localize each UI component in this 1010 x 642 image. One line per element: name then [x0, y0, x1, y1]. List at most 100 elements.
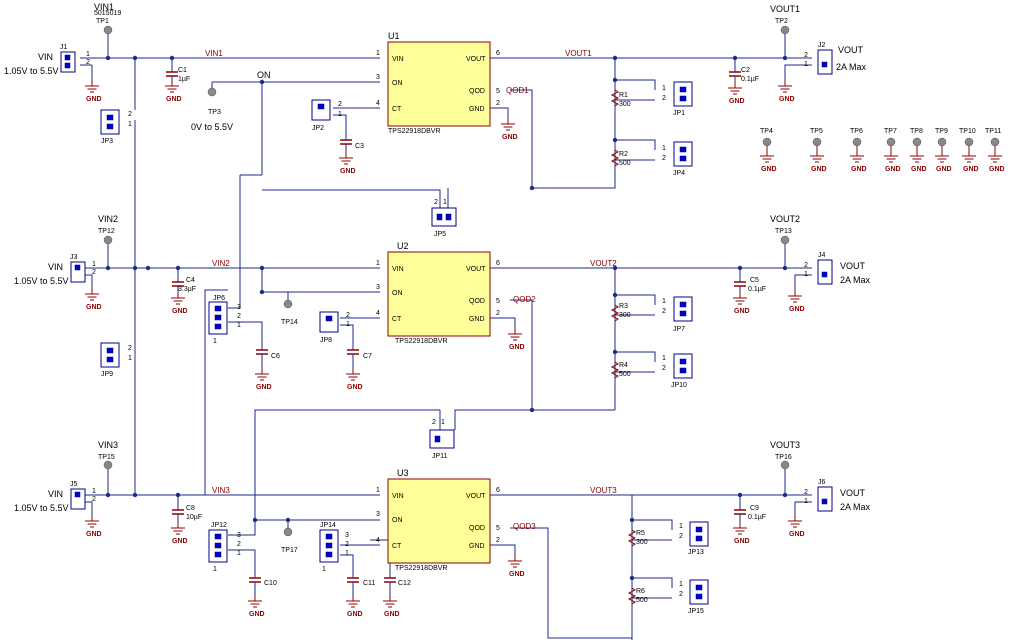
test-point-tp12[interactable]: VIN2 TP12 — [98, 214, 118, 245]
capacitor-c6[interactable]: C6 — [256, 349, 280, 368]
test-point-tp16-net: VOUT3 — [770, 440, 800, 450]
capacitor-c5[interactable]: C5 0.1µF — [734, 277, 766, 293]
pin-number: 2 — [496, 537, 500, 544]
capacitor-c5-designator: C5 — [750, 277, 759, 284]
jumper-jp12[interactable]: 3 2 1 1 JP12 — [208, 522, 241, 573]
jumper-jp4[interactable]: 1 2 JP4 — [662, 141, 693, 177]
jumper-jp14[interactable]: 3 2 1 1 JP14 — [319, 522, 349, 573]
pin-number: 2 — [662, 365, 666, 372]
test-point-tp1[interactable]: VIN1 5015019 TP1 — [94, 2, 121, 35]
capacitor-c5-value: 0.1µF — [748, 286, 766, 293]
jumper-jp15[interactable]: 1 2 JP15 — [679, 579, 709, 615]
connector-j6-rating: 2A Max — [840, 502, 871, 512]
svg-text:GND: GND — [249, 611, 265, 618]
test-point-spare[interactable]: TP7 — [884, 128, 897, 150]
ground-icon: GND — [788, 290, 805, 313]
jumper-jp11[interactable]: 2 1 JP11 — [429, 419, 455, 460]
connector-j1[interactable]: J1 VIN 1.05V to 5.5V 1 2 — [4, 44, 90, 76]
jumper-jp6[interactable]: 3 2 1 1 JP6 — [208, 295, 241, 345]
ground-icon: GND — [85, 515, 102, 538]
test-point-tp13[interactable]: VOUT2 TP13 — [770, 214, 800, 245]
test-point-tp3[interactable]: TP3 0V to 5.5V — [191, 82, 233, 132]
net-label-qod1: QOD1 — [506, 86, 529, 95]
test-point-spare[interactable]: TP10 — [959, 128, 976, 150]
resistor-r2[interactable]: R2 500 — [610, 149, 631, 167]
pin-number: 6 — [496, 260, 500, 267]
jumper-jp7[interactable]: 1 2 JP7 — [662, 296, 693, 333]
capacitor-c8[interactable]: C8 10µF — [172, 505, 202, 522]
jumper-jp2[interactable]: 2 1 JP2 — [311, 99, 342, 132]
ground-icon: GND — [508, 555, 525, 578]
pin-number: 1 — [376, 50, 380, 57]
ic-u3-body[interactable] — [387, 478, 491, 564]
resistor-r3[interactable]: R3 300 — [610, 303, 631, 322]
ic-u1-pin-qod: QOD — [469, 88, 485, 95]
pin-number: 3 — [345, 532, 349, 539]
test-point-tp17[interactable]: TP17 — [281, 527, 298, 554]
pin-number: 2 — [496, 100, 500, 107]
jumper-jp1[interactable]: 1 2 JP1 — [662, 81, 693, 117]
ground-icon: GND — [760, 150, 777, 173]
capacitor-c9-value: 0.1µF — [748, 514, 766, 521]
jumper-jp10[interactable]: 1 2 JP10 — [662, 353, 693, 389]
connector-j4-label: VOUT — [840, 261, 866, 271]
capacitor-c11[interactable]: C11 — [347, 577, 375, 595]
ground-icon: GND — [85, 288, 102, 311]
connector-j4[interactable]: J4 VOUT 2A Max 2 1 — [804, 252, 871, 285]
connector-j6[interactable]: J6 VOUT 2A Max 2 1 — [804, 479, 871, 512]
resistor-r6[interactable]: R6 500 — [627, 587, 648, 605]
ic-u3-pin-vout: VOUT — [466, 493, 486, 500]
connector-j5[interactable]: J5 VIN 1.05V to 5.5V 1 2 — [14, 481, 96, 513]
test-point-tp15[interactable]: VIN3 TP15 — [98, 440, 118, 470]
ic-u2[interactable]: U2 VIN ON CT VOUT QOD GND 1 3 4 6 5 2 TP… — [376, 241, 500, 345]
pin-number: 3 — [237, 532, 241, 539]
resistor-r5[interactable]: R5 300 — [627, 529, 648, 547]
jumper-jp9-designator: JP9 — [101, 371, 113, 378]
pin-number: 1 — [679, 523, 683, 530]
test-point-spare[interactable]: TP4 — [760, 128, 773, 150]
test-point-tp1-net: VIN1 — [94, 2, 114, 12]
ic-u3[interactable]: U3 VIN ON CT VOUT QOD GND 1 3 4 6 5 2 TP… — [376, 468, 500, 572]
jumper-jp8[interactable]: 2 1 JP8 — [319, 311, 350, 344]
ic-u1[interactable]: U1 VIN ON CT VOUT QOD GND 1 3 4 6 5 2 TP… — [376, 31, 500, 135]
resistor-r5-value: 300 — [636, 539, 648, 546]
ic-u1-body[interactable] — [387, 41, 491, 127]
svg-text:GND: GND — [811, 166, 827, 173]
test-point-spare[interactable]: TP5 — [810, 128, 823, 150]
test-point-spare[interactable]: TP6 — [850, 128, 863, 150]
jumper-jp9[interactable]: 2 1 JP9 — [100, 342, 132, 378]
capacitor-c12[interactable]: C12 — [384, 577, 411, 595]
capacitor-c7[interactable]: C7 — [347, 349, 372, 368]
capacitor-c10[interactable]: C10 — [249, 577, 277, 595]
jumper-jp2-designator: JP2 — [312, 125, 324, 132]
pin-number: 1 — [128, 121, 132, 128]
ground-symbols: GND GND GND GND GND GND GND GND GND GND … — [85, 80, 1005, 618]
ic-u2-body[interactable] — [387, 251, 491, 337]
jumper-jp13[interactable]: 1 2 JP13 — [679, 521, 709, 556]
test-point-spare[interactable]: TP8 — [910, 128, 923, 150]
pin-number: 2 — [338, 101, 342, 108]
test-point-spare-label: TP4 — [760, 128, 773, 135]
test-point-spare[interactable]: TP9 — [935, 128, 948, 150]
test-point-spare[interactable]: TP11 — [985, 128, 1001, 150]
pin-number: 1 — [346, 321, 350, 328]
capacitor-c3-designator: C3 — [355, 143, 364, 150]
capacitor-c9[interactable]: C9 0.1µF — [734, 505, 766, 522]
capacitor-c1[interactable]: C1 1µF — [166, 67, 190, 83]
jumper-jp5[interactable]: 2 1 JP5 — [431, 199, 457, 238]
test-point-tp14[interactable]: TP14 — [281, 299, 298, 326]
ground-icon: GND — [501, 118, 518, 141]
test-point-tp16[interactable]: VOUT3 TP16 — [770, 440, 800, 470]
resistor-r1[interactable]: R1 300 — [610, 89, 631, 108]
ground-icon: GND — [171, 292, 188, 315]
capacitor-c3[interactable]: C3 — [340, 139, 364, 152]
resistor-r4[interactable]: R4 500 — [610, 361, 631, 379]
connector-j3[interactable]: J3 VIN 1.05V to 5.5V 1 2 — [14, 254, 96, 286]
jumper-jp3[interactable]: 2 1 JP3 — [100, 109, 132, 145]
capacitor-c2[interactable]: C2 0.1µF — [729, 67, 759, 83]
test-point-tp2[interactable]: VOUT1 TP2 — [770, 4, 800, 35]
capacitor-c11-designator: C11 — [363, 580, 375, 587]
capacitor-c4[interactable]: C4 3.3µF — [172, 277, 196, 293]
pin-number: 1 — [679, 581, 683, 588]
connector-j2[interactable]: J2 VOUT 2A Max 2 1 — [804, 42, 867, 75]
